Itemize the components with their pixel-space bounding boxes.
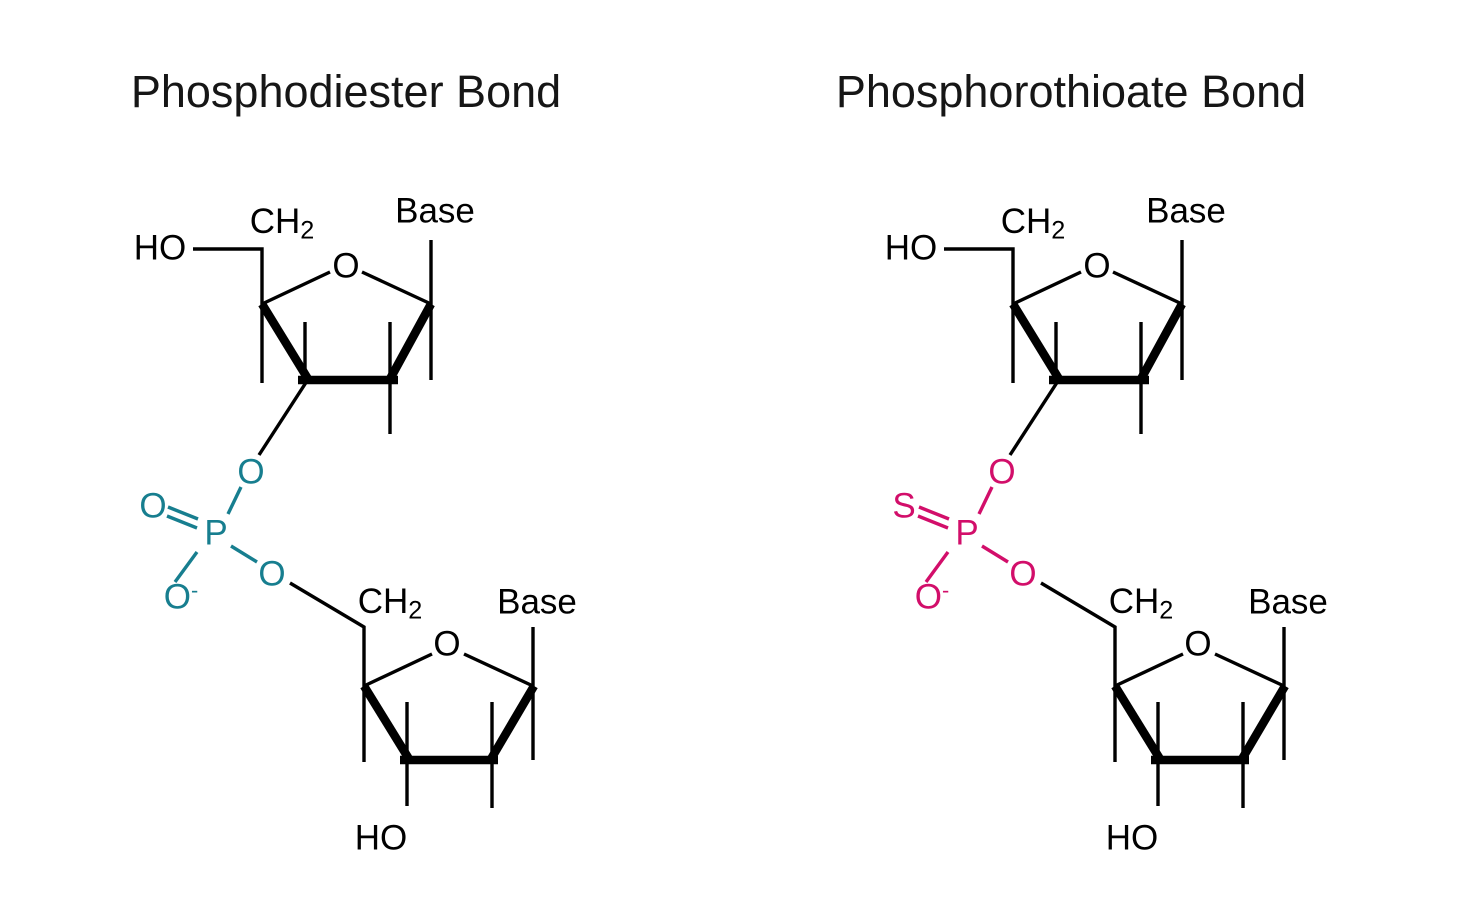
wedge-c4-c3-bottom	[360, 683, 413, 762]
wedge-c4-c3	[258, 301, 312, 382]
ester-oxygen-top-label: O	[237, 452, 265, 492]
ch2-text: CH	[1108, 582, 1160, 622]
hydroxyl-top-label: HO	[884, 228, 938, 268]
ester-oxygen-top-label: O	[988, 452, 1016, 492]
bond-c3-ester-o	[1008, 380, 1060, 456]
bond-ester-o-ch2-c4-bottom	[1040, 581, 1117, 762]
hydroxyl-top-label: HO	[133, 228, 187, 268]
bond-ester-o-ch2-c4-bottom	[289, 581, 366, 762]
phosphorothioate-bonds	[917, 240, 1289, 808]
ch2-text: CH	[357, 582, 409, 622]
double-bond-line-1	[918, 505, 950, 521]
hydroxyl-bottom-label: HO	[354, 818, 408, 858]
wedge-c2-c1-bottom	[1238, 683, 1289, 762]
ring-oxygen-bottom-label: O	[433, 624, 461, 664]
bond-p-ester-o-bottom	[981, 544, 1009, 564]
phosphodiester-bonds	[166, 240, 538, 808]
base-bottom-label: Base	[1248, 582, 1328, 622]
double-bond-atom-label: S	[892, 486, 916, 526]
bond-ho-ch2-c4	[193, 247, 264, 383]
bond-c4-ring-o	[1012, 270, 1082, 306]
bond-p-o-minus	[924, 550, 950, 584]
bond-c3-ester-o	[257, 380, 309, 456]
bond-c4-ring-o	[261, 270, 331, 306]
bond-c4-ring-o-bottom	[1114, 652, 1184, 688]
phosphorus-label: P	[204, 513, 228, 553]
oxygen-anion-label: O-	[163, 577, 199, 617]
bond-ho-ch2-c4	[944, 247, 1015, 383]
phosphorothioate-diagram: Phosphorothioate Bond HO CH2 Base O O S …	[751, 0, 1483, 920]
ester-oxygen-bottom-label: O	[1009, 554, 1037, 594]
base-bottom-label: Base	[497, 582, 577, 622]
phosphorus-label: P	[955, 513, 979, 553]
oxygen-anion-text: O	[163, 577, 191, 617]
minus-charge: -	[942, 577, 950, 603]
ch2-top-label: CH2	[250, 204, 315, 244]
ch2-subscript: 2	[1051, 216, 1066, 245]
ch2-top-label: CH2	[1001, 204, 1066, 244]
bond-ring-o-c1	[1112, 270, 1183, 306]
bond-ester-o-p	[977, 486, 994, 515]
base-top-label: Base	[395, 191, 475, 231]
wedge-c2-c1-bottom	[487, 683, 538, 762]
ch2-subscript: 2	[408, 596, 423, 625]
hydroxyl-bottom-label: HO	[1105, 818, 1159, 858]
ch2-bottom-label: CH2	[358, 584, 423, 624]
ch2-subscript: 2	[300, 216, 315, 245]
bond-ring-o-c1-bottom	[1214, 652, 1285, 688]
ch2-text: CH	[249, 202, 301, 242]
double-bond-line-1	[167, 505, 199, 521]
oxygen-anion-label: O-	[914, 577, 950, 617]
ring-oxygen-top-label: O	[332, 246, 360, 286]
double-bond-line-2	[917, 514, 949, 530]
phosphodiester-diagram: Phosphodiester Bond HO CH2 Base O O O P …	[0, 0, 732, 920]
bond-p-ester-o-bottom	[230, 544, 258, 564]
ch2-text: CH	[1000, 202, 1052, 242]
ch2-bottom-label: CH2	[1109, 584, 1174, 624]
bond-c4-ring-o-bottom	[363, 652, 433, 688]
wedge-c4-c3	[1009, 301, 1063, 382]
ring-oxygen-bottom-label: O	[1184, 624, 1212, 664]
ring-oxygen-top-label: O	[1083, 246, 1111, 286]
page-title-phosphodiester: Phosphodiester Bond	[130, 66, 562, 117]
page-title-phosphorothioate: Phosphorothioate Bond	[835, 66, 1307, 117]
minus-charge: -	[191, 577, 199, 603]
bond-ester-o-p	[226, 486, 243, 515]
bond-ring-o-c1	[361, 270, 432, 306]
ch2-subscript: 2	[1159, 596, 1174, 625]
bond-p-o-minus	[173, 550, 199, 584]
base-top-label: Base	[1146, 191, 1226, 231]
wedge-c2-c1	[1137, 301, 1186, 382]
wedge-c4-c3-bottom	[1111, 683, 1164, 762]
double-bond-atom-label: O	[139, 486, 167, 526]
wedge-c2-c1	[386, 301, 435, 382]
double-bond-line-2	[166, 514, 198, 530]
ester-oxygen-bottom-label: O	[258, 554, 286, 594]
oxygen-anion-text: O	[914, 577, 942, 617]
bond-ring-o-c1-bottom	[463, 652, 534, 688]
